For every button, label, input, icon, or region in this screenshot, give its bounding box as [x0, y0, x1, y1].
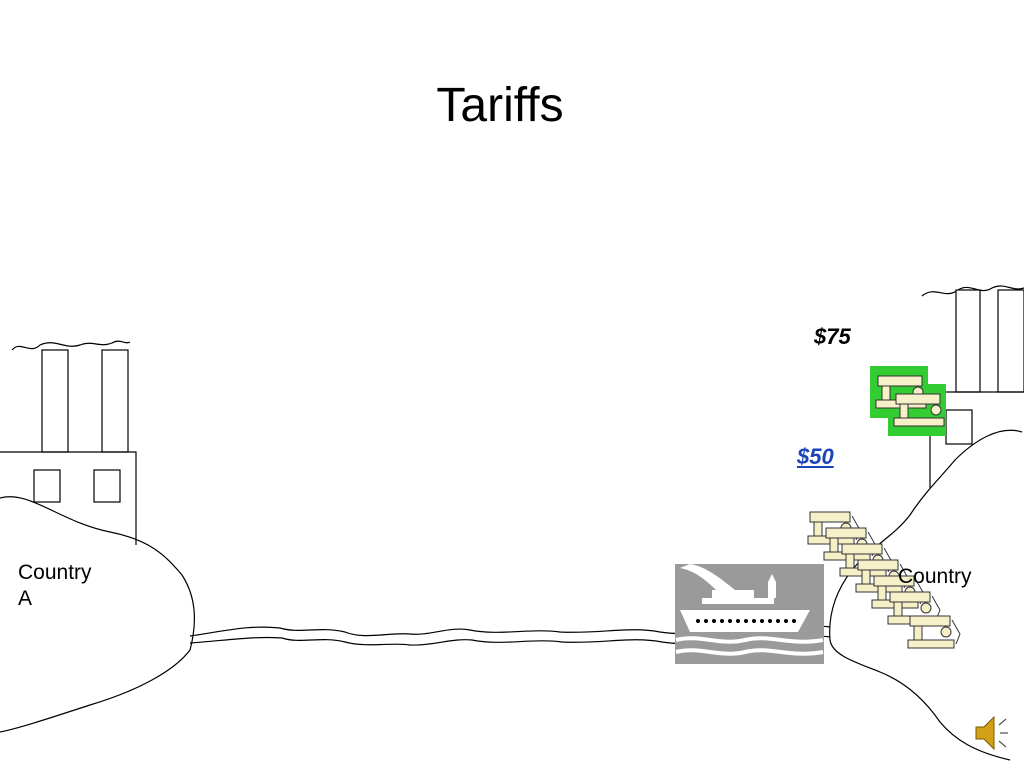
sewing-machine-highlighted-icon	[870, 366, 946, 436]
factory-a-icon	[0, 340, 137, 545]
cargo-ship-icon	[675, 564, 824, 664]
price-low-link[interactable]: $50	[797, 444, 834, 469]
price-high-label: $75	[814, 324, 851, 349]
country-a-coastline	[0, 496, 195, 733]
country-a-line2: A	[18, 587, 33, 610]
country-b-label: Country	[898, 565, 972, 588]
country-a-label: Country A	[18, 560, 92, 612]
slide-title: Tariffs	[436, 79, 564, 132]
factory-b-icon	[921, 285, 1024, 488]
speaker-icon[interactable]	[975, 715, 1008, 751]
country-a-line1: Country	[18, 561, 92, 584]
country-b-coastline	[829, 429, 1023, 761]
sewing-machine-stack-icon	[807, 511, 961, 649]
